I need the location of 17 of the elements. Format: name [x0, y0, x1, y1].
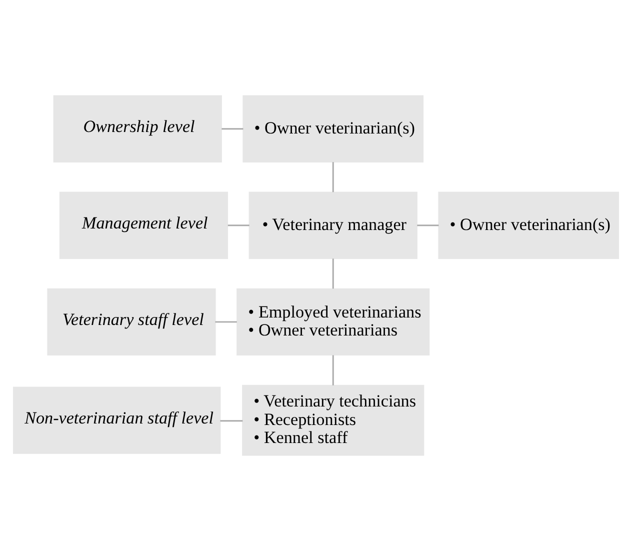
node-box: • Veterinary technicians • Receptionists • Kennel staff [242, 384, 424, 456]
node-box: • Owner veterinarian(s) [242, 94, 424, 162]
connector [332, 354, 334, 385]
connector [228, 224, 250, 226]
node-box: Non-veterinarian staff level [12, 386, 221, 454]
node-box: Veterinary staff level [47, 288, 216, 356]
node-box: Ownership level [53, 94, 222, 162]
connector [222, 128, 244, 130]
connector [332, 258, 334, 288]
node-box: • Veterinary manager [248, 191, 418, 258]
node-box: • Owner veterinarian(s) [438, 191, 620, 258]
connector [417, 224, 439, 226]
connector [215, 320, 237, 322]
connector [220, 420, 243, 422]
node-box: • Employed veterinarians • Owner veterinarians [236, 288, 430, 356]
node-box: Management level [59, 191, 228, 258]
connector [332, 162, 334, 192]
